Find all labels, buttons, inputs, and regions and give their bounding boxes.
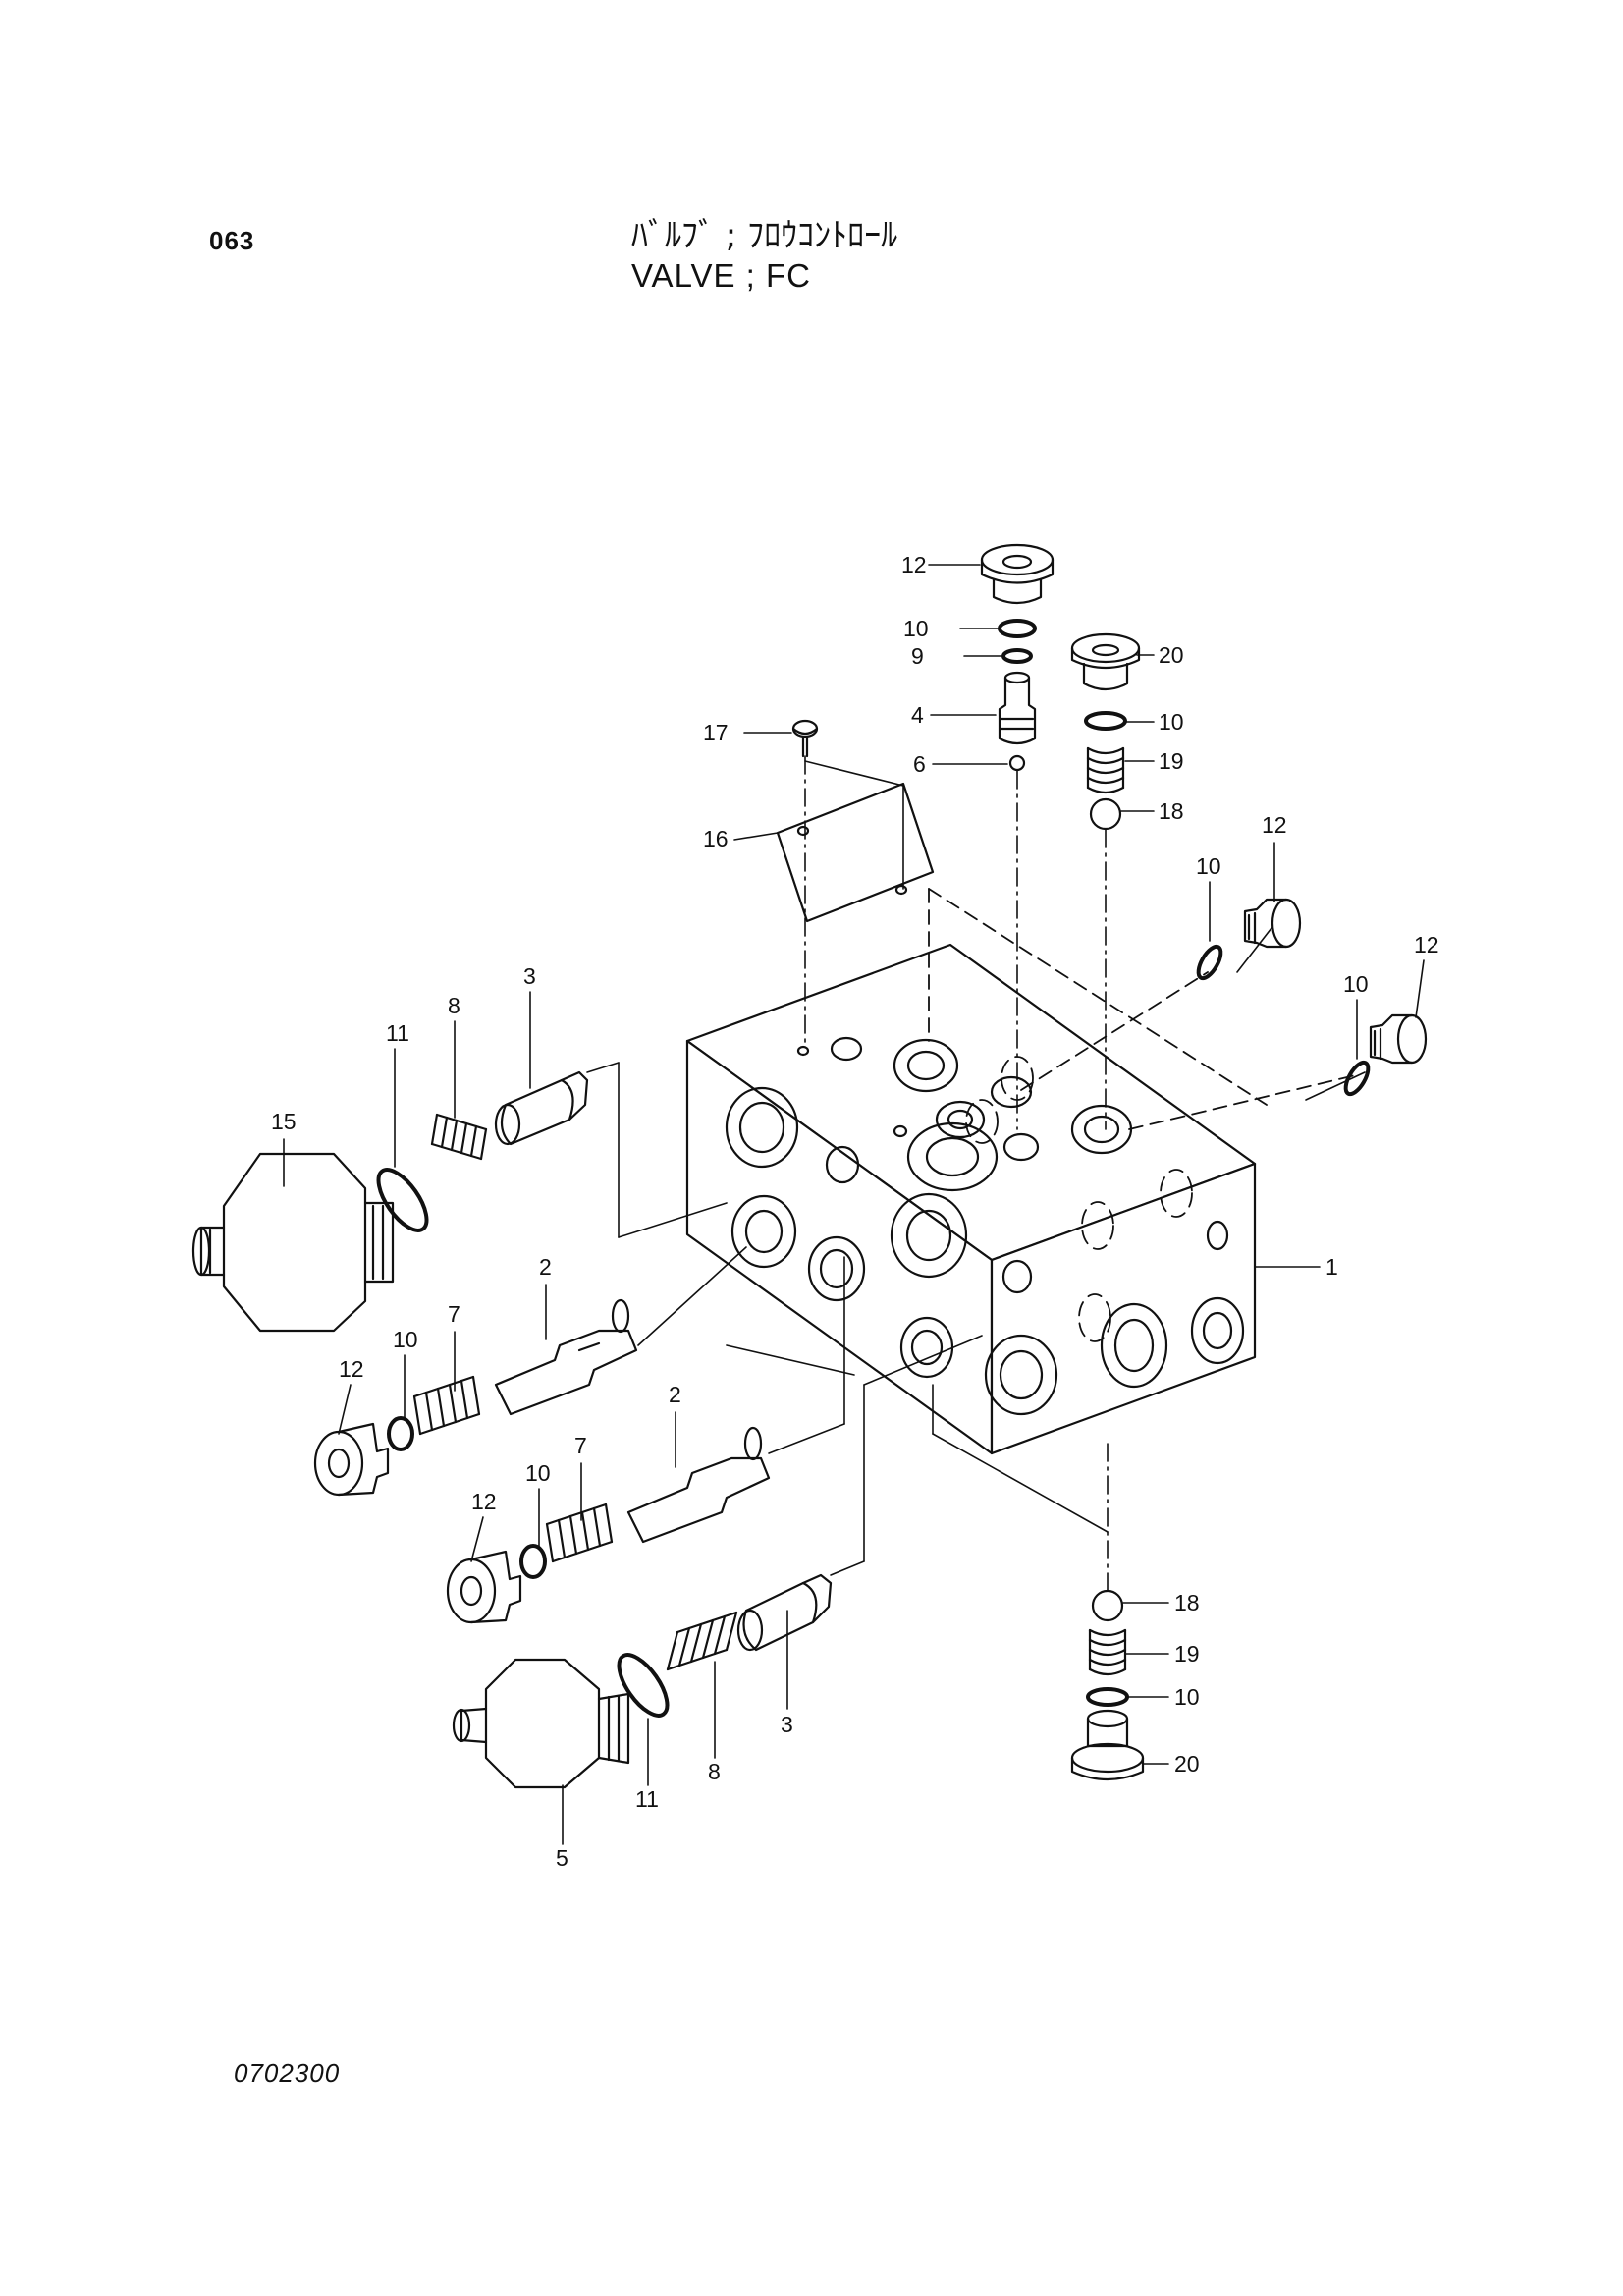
backup-ring-9 [1001,648,1033,664]
callout-6: 6 [913,751,926,777]
o-ring-10-top [998,619,1037,638]
plug-12-left-lower [446,1550,522,1624]
o-ring-10-left-lower [519,1544,547,1579]
ball-18-bottom [1091,1589,1124,1622]
name-plate-16 [776,782,935,923]
callout-11-lower: 11 [635,1786,659,1812]
callout-17: 17 [703,720,729,745]
callout-8-lower: 8 [708,1759,721,1784]
adapter-5 [452,1658,630,1789]
callout-9: 9 [911,643,924,669]
ball-18-top [1089,797,1122,831]
hidden-lines [928,888,1356,1342]
spring-7-upper [412,1375,481,1436]
callout-7-lower: 7 [574,1433,587,1458]
adapter-15 [191,1152,395,1333]
callout-1: 1 [1325,1254,1338,1280]
callout-10-left-upper: 10 [393,1327,418,1352]
callout-12-right-upper: 12 [1262,812,1287,838]
callout-20-bottom: 20 [1174,1751,1200,1777]
callout-10-right-lower: 10 [1343,971,1369,997]
o-ring-10-right-lower [1343,1060,1371,1097]
plug-12-right-lower [1369,1013,1428,1065]
plug-12-left-upper [313,1422,390,1497]
o-ring-11-lower [617,1653,670,1718]
spring-19-bottom [1088,1628,1127,1676]
spring-8-upper [430,1113,488,1161]
check-valve-4 [998,671,1037,745]
callout-12-right-lower: 12 [1414,932,1439,957]
o-ring-10-bottom [1086,1687,1129,1707]
callout-10-left-lower: 10 [525,1460,551,1486]
callout-4: 4 [911,702,924,728]
callout-3-lower: 3 [781,1712,793,1737]
spring-8-lower [666,1611,738,1671]
callout-12-left-lower: 12 [471,1489,497,1514]
valve-block [685,943,1257,1455]
callout-12-left-upper: 12 [339,1356,364,1382]
callout-10-bottom: 10 [1174,1684,1200,1710]
callout-2-upper: 2 [539,1254,552,1280]
o-ring-10-left-upper [387,1416,414,1451]
spool-2-lower [626,1426,771,1544]
spool-2-upper [494,1298,638,1416]
sleeve-3-lower [736,1573,833,1652]
assembly-axis-lines [586,755,1366,1592]
callout-18-bottom: 18 [1174,1590,1200,1615]
callout-19-top: 19 [1159,748,1184,774]
o-ring-10-top-right [1084,711,1127,731]
leader-lines [283,564,1425,1845]
rivet-17 [791,719,819,758]
callout-5: 5 [556,1845,568,1871]
callout-18-top: 18 [1159,798,1184,824]
callout-15: 15 [271,1109,297,1134]
title-english: VALVE ; FC [631,257,811,294]
callout-12-top: 12 [901,552,927,577]
sleeve-3-upper [494,1070,589,1146]
page-number: 063 [209,226,255,255]
ball-6 [1008,754,1026,772]
callout-3-upper: 3 [523,963,536,989]
callout-20-top: 20 [1159,642,1184,668]
callout-7-upper: 7 [448,1301,460,1327]
o-ring-11-upper [376,1168,429,1232]
spring-7-lower [545,1503,614,1563]
callout-10-top: 10 [903,616,929,641]
callout-16: 16 [703,826,729,851]
plug-20-bottom [1070,1709,1145,1781]
title-japanese: ﾊﾞﾙﾌﾞ ; ﾌﾛｳｺﾝﾄﾛｰﾙ [631,216,898,255]
callout-10-right-upper: 10 [1196,853,1221,879]
plug-12-top [980,543,1055,605]
spring-19-top [1086,746,1125,794]
callout-11-upper: 11 [386,1020,409,1046]
plug-20-top [1070,632,1141,691]
callout-10-top-right: 10 [1159,709,1184,735]
plug-12-right-upper [1243,898,1302,949]
callout-8-upper: 8 [448,993,460,1018]
o-ring-10-right-upper [1196,944,1223,981]
callout-2-lower: 2 [669,1382,681,1407]
callout-19-bottom: 19 [1174,1641,1200,1667]
document-code: 0702300 [234,2058,341,2088]
